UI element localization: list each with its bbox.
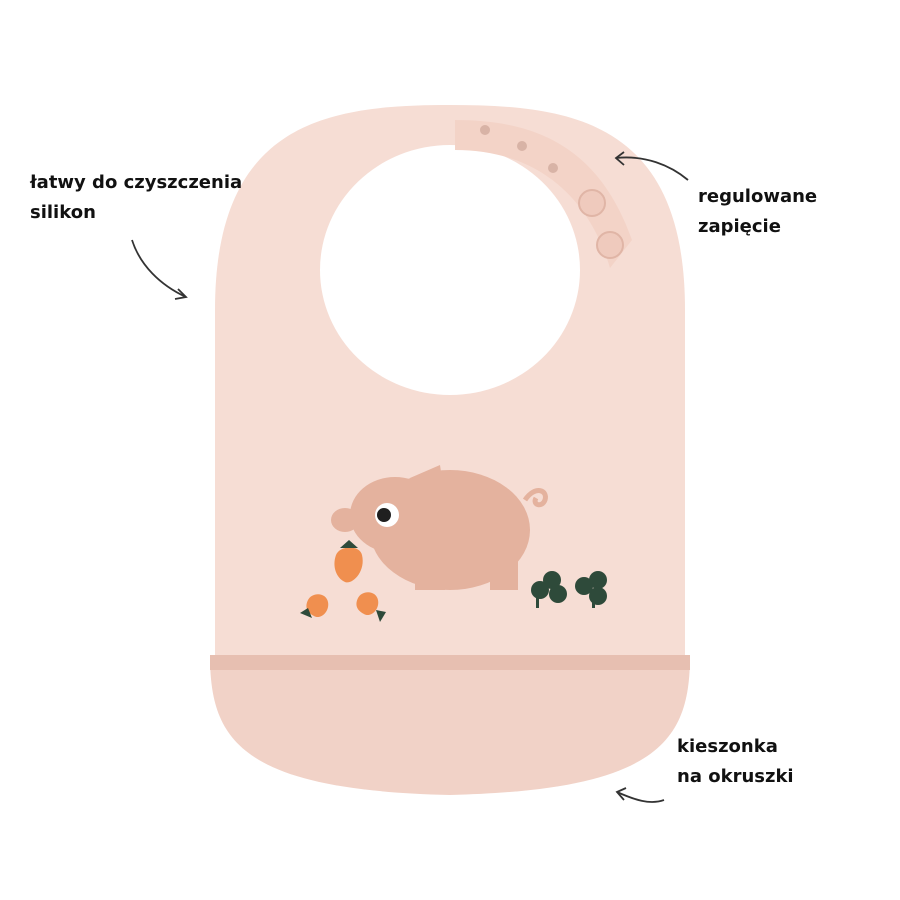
clover-icon: [531, 571, 567, 608]
arrowhead: [614, 151, 625, 166]
callout-line: regulowane: [698, 186, 818, 207]
strap-hole-icon: [517, 141, 527, 151]
strap-hole-icon: [548, 163, 558, 173]
arrow-right-icon: [615, 156, 689, 181]
crumb-pocket: [210, 655, 690, 795]
strawberry-icon: [300, 594, 329, 618]
callout-easy-clean: łatwy do czyszczenia silikon: [30, 168, 242, 228]
strawberry-icon: [334, 540, 363, 583]
arrowhead: [615, 787, 627, 801]
strap-hole-icon: [480, 125, 490, 135]
callout-line: kieszonka: [677, 736, 778, 757]
callout-line: zapięcie: [698, 216, 781, 237]
strawberry-icon: [356, 592, 386, 622]
pig-icon: [331, 465, 548, 590]
callout-line: łatwy do czyszczenia: [30, 172, 243, 193]
callout-line: na okruszki: [677, 766, 794, 787]
snap-button-icon[interactable]: [596, 231, 624, 259]
arrow-left-icon: [131, 239, 187, 298]
callout-adjustable-clasp: regulowane zapięcie: [698, 182, 817, 242]
clover-icon: [575, 571, 607, 608]
callout-crumb-pocket: kieszonka na okruszki: [677, 732, 794, 792]
strap: [455, 120, 632, 268]
callout-line: silikon: [30, 202, 96, 223]
arrow-pocket-icon: [616, 791, 665, 803]
arrowhead: [174, 288, 188, 300]
snap-button-icon[interactable]: [578, 189, 606, 217]
